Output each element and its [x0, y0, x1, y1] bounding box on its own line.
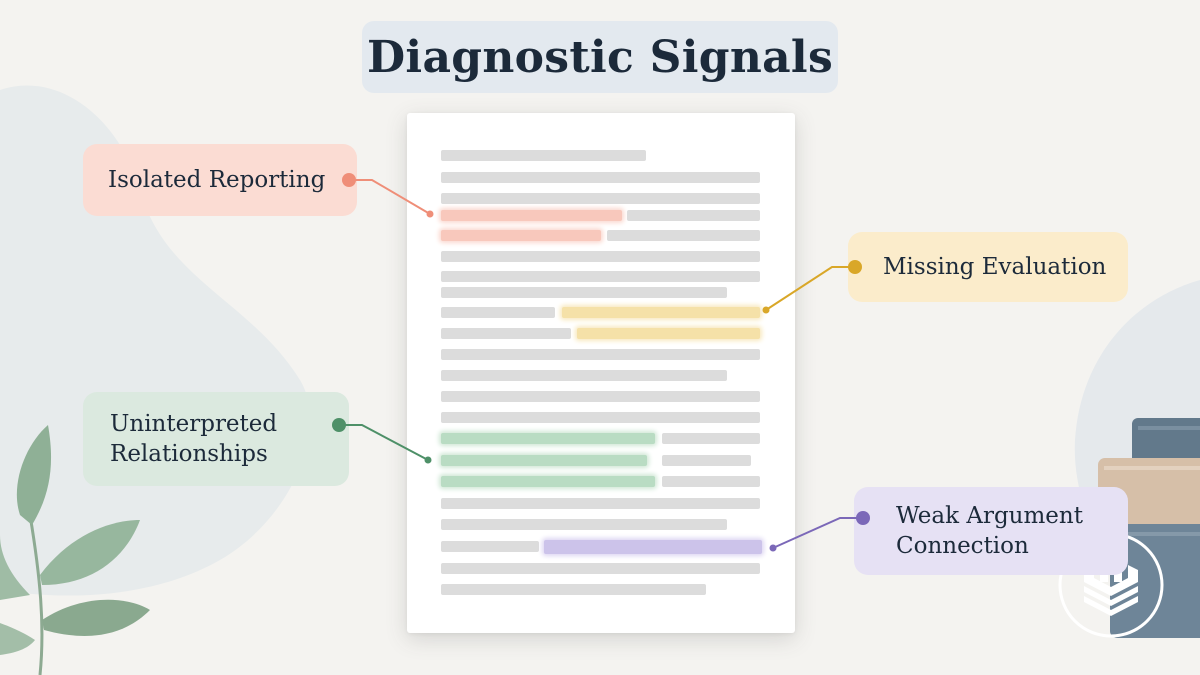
highlight-uninterpreted — [441, 455, 647, 466]
label-text: Uninterpreted — [110, 411, 278, 437]
doc-line — [441, 271, 760, 282]
doc-line — [441, 193, 760, 204]
label-text: Missing Evaluation — [883, 254, 1107, 280]
doc-line — [441, 370, 727, 381]
highlight-uninterpreted — [441, 476, 655, 487]
highlight-uninterpreted — [441, 433, 655, 444]
title-banner: Diagnostic Signals — [362, 21, 838, 93]
highlight-missing — [562, 307, 760, 318]
connector-uninterpreted — [332, 418, 432, 464]
doc-line — [662, 433, 760, 444]
label-text: Weak Argument — [896, 503, 1083, 529]
doc-line — [441, 412, 760, 423]
connector-missing — [762, 260, 862, 314]
label-text: Connection — [896, 533, 1029, 559]
doc-line — [441, 172, 760, 183]
label-text: Isolated Reporting — [108, 167, 326, 193]
doc-line — [441, 498, 760, 509]
connector-isolated — [342, 173, 434, 218]
label-missing-evaluation: Missing Evaluation — [848, 232, 1128, 302]
doc-line — [441, 584, 706, 595]
highlight-isolated — [441, 230, 601, 241]
label-uninterpreted-relationships: Uninterpreted Relationships — [83, 392, 349, 486]
highlight-missing — [577, 328, 760, 339]
label-weak-argument-connection: Weak Argument Connection — [854, 487, 1128, 575]
page-title: Diagnostic Signals — [366, 31, 834, 83]
connector-weak — [769, 511, 870, 552]
highlight-weak — [544, 540, 762, 554]
doc-line — [441, 287, 727, 298]
doc-line — [441, 349, 760, 360]
label-isolated-reporting: Isolated Reporting — [83, 144, 357, 216]
doc-line — [441, 328, 571, 339]
document-page — [407, 113, 795, 633]
highlight-isolated — [441, 210, 622, 221]
doc-line — [627, 210, 760, 221]
doc-line — [441, 519, 727, 530]
doc-line — [441, 391, 760, 402]
doc-line — [441, 563, 760, 574]
doc-line — [441, 251, 760, 262]
doc-line — [662, 455, 751, 466]
doc-line — [441, 307, 555, 318]
label-text: Relationships — [110, 441, 268, 467]
doc-line — [441, 150, 646, 161]
doc-line — [441, 541, 539, 552]
leaf-plant-icon — [0, 425, 150, 675]
doc-line — [607, 230, 760, 241]
doc-line — [662, 476, 760, 487]
